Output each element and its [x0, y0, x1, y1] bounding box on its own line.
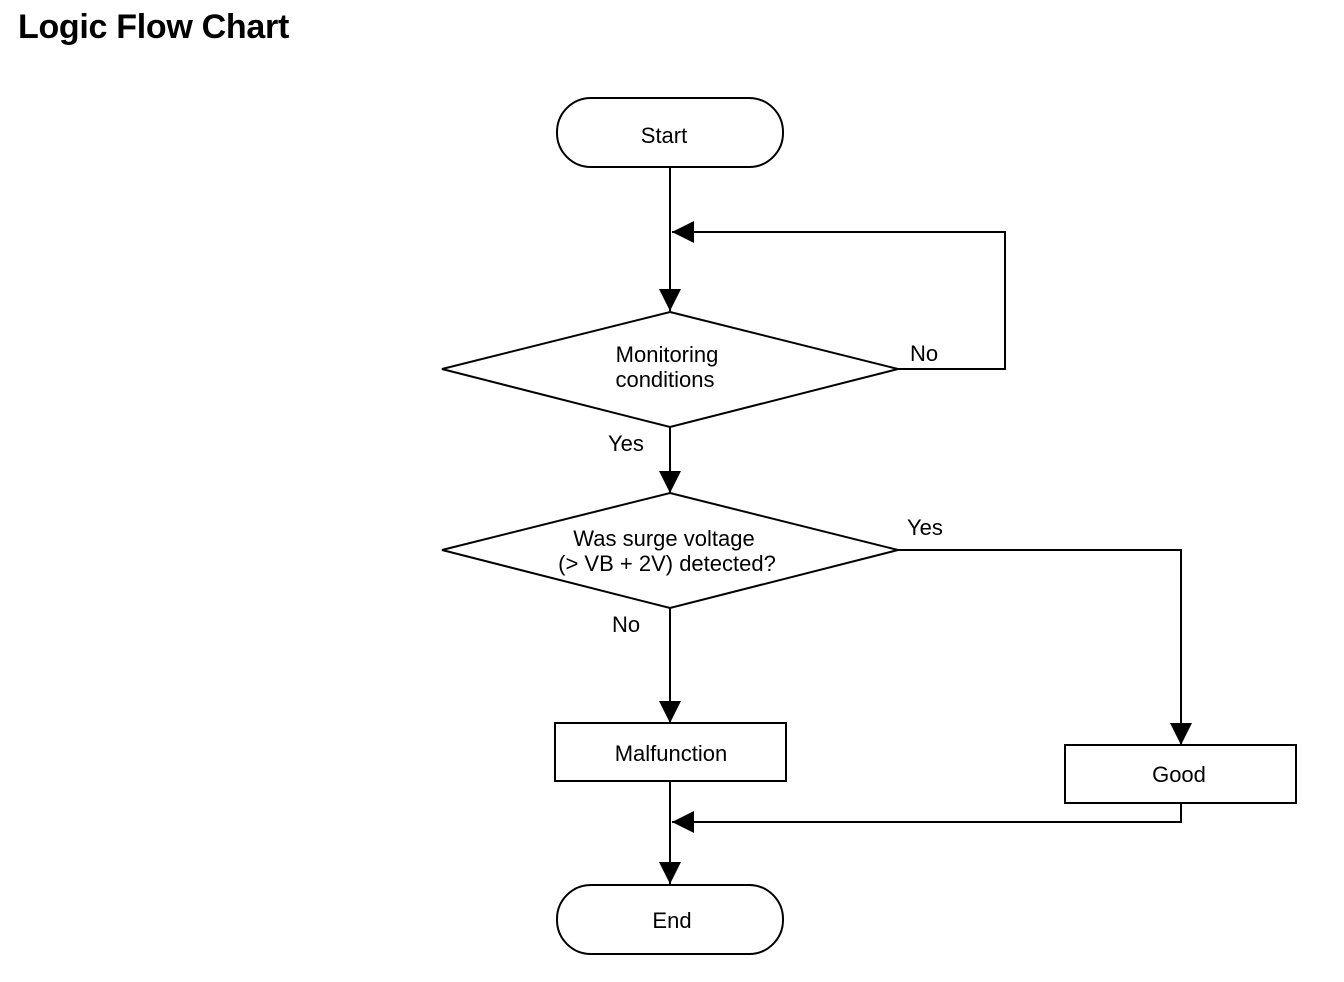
surge-decision: Was surge voltage (> VB + 2V) detected?	[441, 491, 899, 610]
end-label: End	[652, 908, 691, 933]
monitoring-label-line1: Monitoring	[616, 342, 719, 367]
start-label: Start	[641, 123, 687, 148]
edge-monitoring-no-loop	[672, 221, 1006, 370]
surge-label-line1: Was surge voltage	[573, 526, 754, 551]
monitoring-label-line2: conditions	[615, 367, 714, 392]
good-label: Good	[1152, 762, 1206, 787]
edge-surge-yes	[897, 549, 1192, 745]
start-node: Start	[556, 97, 784, 168]
page-title: Logic Flow Chart	[18, 8, 289, 46]
edge-good-to-end	[672, 804, 1182, 833]
end-node: End	[556, 884, 784, 955]
surge-label-line2: (> VB + 2V) detected?	[558, 551, 776, 576]
monitoring-decision: Monitoring conditions	[441, 310, 899, 429]
monitoring-no-label: No	[910, 341, 938, 366]
surge-yes-label: Yes	[907, 515, 943, 540]
malfunction-label: Malfunction	[615, 741, 728, 766]
good-node: Good	[1064, 744, 1297, 804]
surge-no-label: No	[612, 612, 640, 637]
malfunction-node: Malfunction	[554, 722, 787, 782]
monitoring-yes-label: Yes	[608, 431, 644, 456]
